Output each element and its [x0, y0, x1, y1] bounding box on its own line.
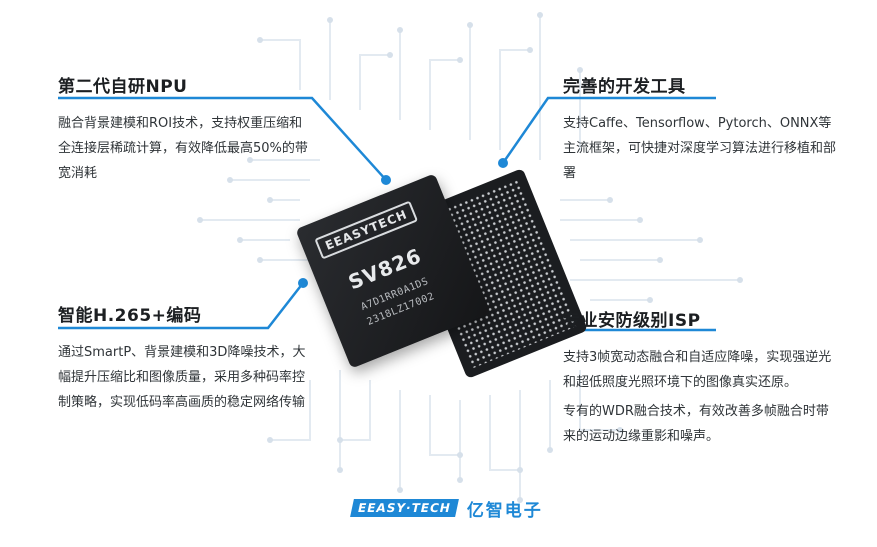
feature-dev-tools-desc: 支持Caffe、Tensorflow、Pytorch、ONNX等主流框架，可快捷…	[563, 116, 837, 181]
feature-h265-desc: 通过SmartP、背景建模和3D降噪技术，大幅提升压缩比和图像质量，采用多种码率…	[58, 345, 306, 410]
feature-dev-tools-title: 完善的开发工具	[563, 77, 686, 97]
feature-dev-tools: 完善的开发工具 支持Caffe、Tensorflow、Pytorch、ONNX等…	[563, 72, 838, 186]
feature-isp-desc-1: 支持3帧宽动态融合和自适应降噪，实现强逆光和超低照度光照环境下的图像真实还原。	[563, 350, 832, 390]
company-logo: EEASY·TECH 亿智电子	[350, 498, 543, 521]
feature-npu-title: 第二代自研NPU	[58, 77, 188, 97]
connector-tools	[501, 96, 716, 164]
feature-npu: 第二代自研NPU 融合背景建模和ROI技术，支持权重压缩和全连接层稀疏计算，有效…	[58, 72, 310, 186]
feature-isp-desc-2: 专有的WDR融合技术，有效改善多帧融合时带来的运动边缘重影和噪声。	[563, 404, 829, 444]
connector-npu	[58, 96, 387, 181]
feature-h265: 智能H.265+编码 通过SmartP、背景建模和3D降噪技术，大幅提升压缩比和…	[58, 301, 310, 415]
company-name: 亿智电子	[466, 500, 543, 521]
feature-h265-title: 智能H.265+编码	[58, 306, 202, 326]
feature-isp: 专业安防级别ISP 支持3帧宽动态融合和自适应降噪，实现强逆光和超低照度光照环境…	[563, 306, 838, 449]
feature-isp-title: 专业安防级别ISP	[563, 311, 701, 331]
feature-npu-desc: 融合背景建模和ROI技术，支持权重压缩和全连接层稀疏计算，有效降低最高50%的带…	[58, 116, 308, 181]
logo-badge: EEASY·TECH	[350, 499, 459, 517]
connector-h265	[58, 282, 304, 330]
